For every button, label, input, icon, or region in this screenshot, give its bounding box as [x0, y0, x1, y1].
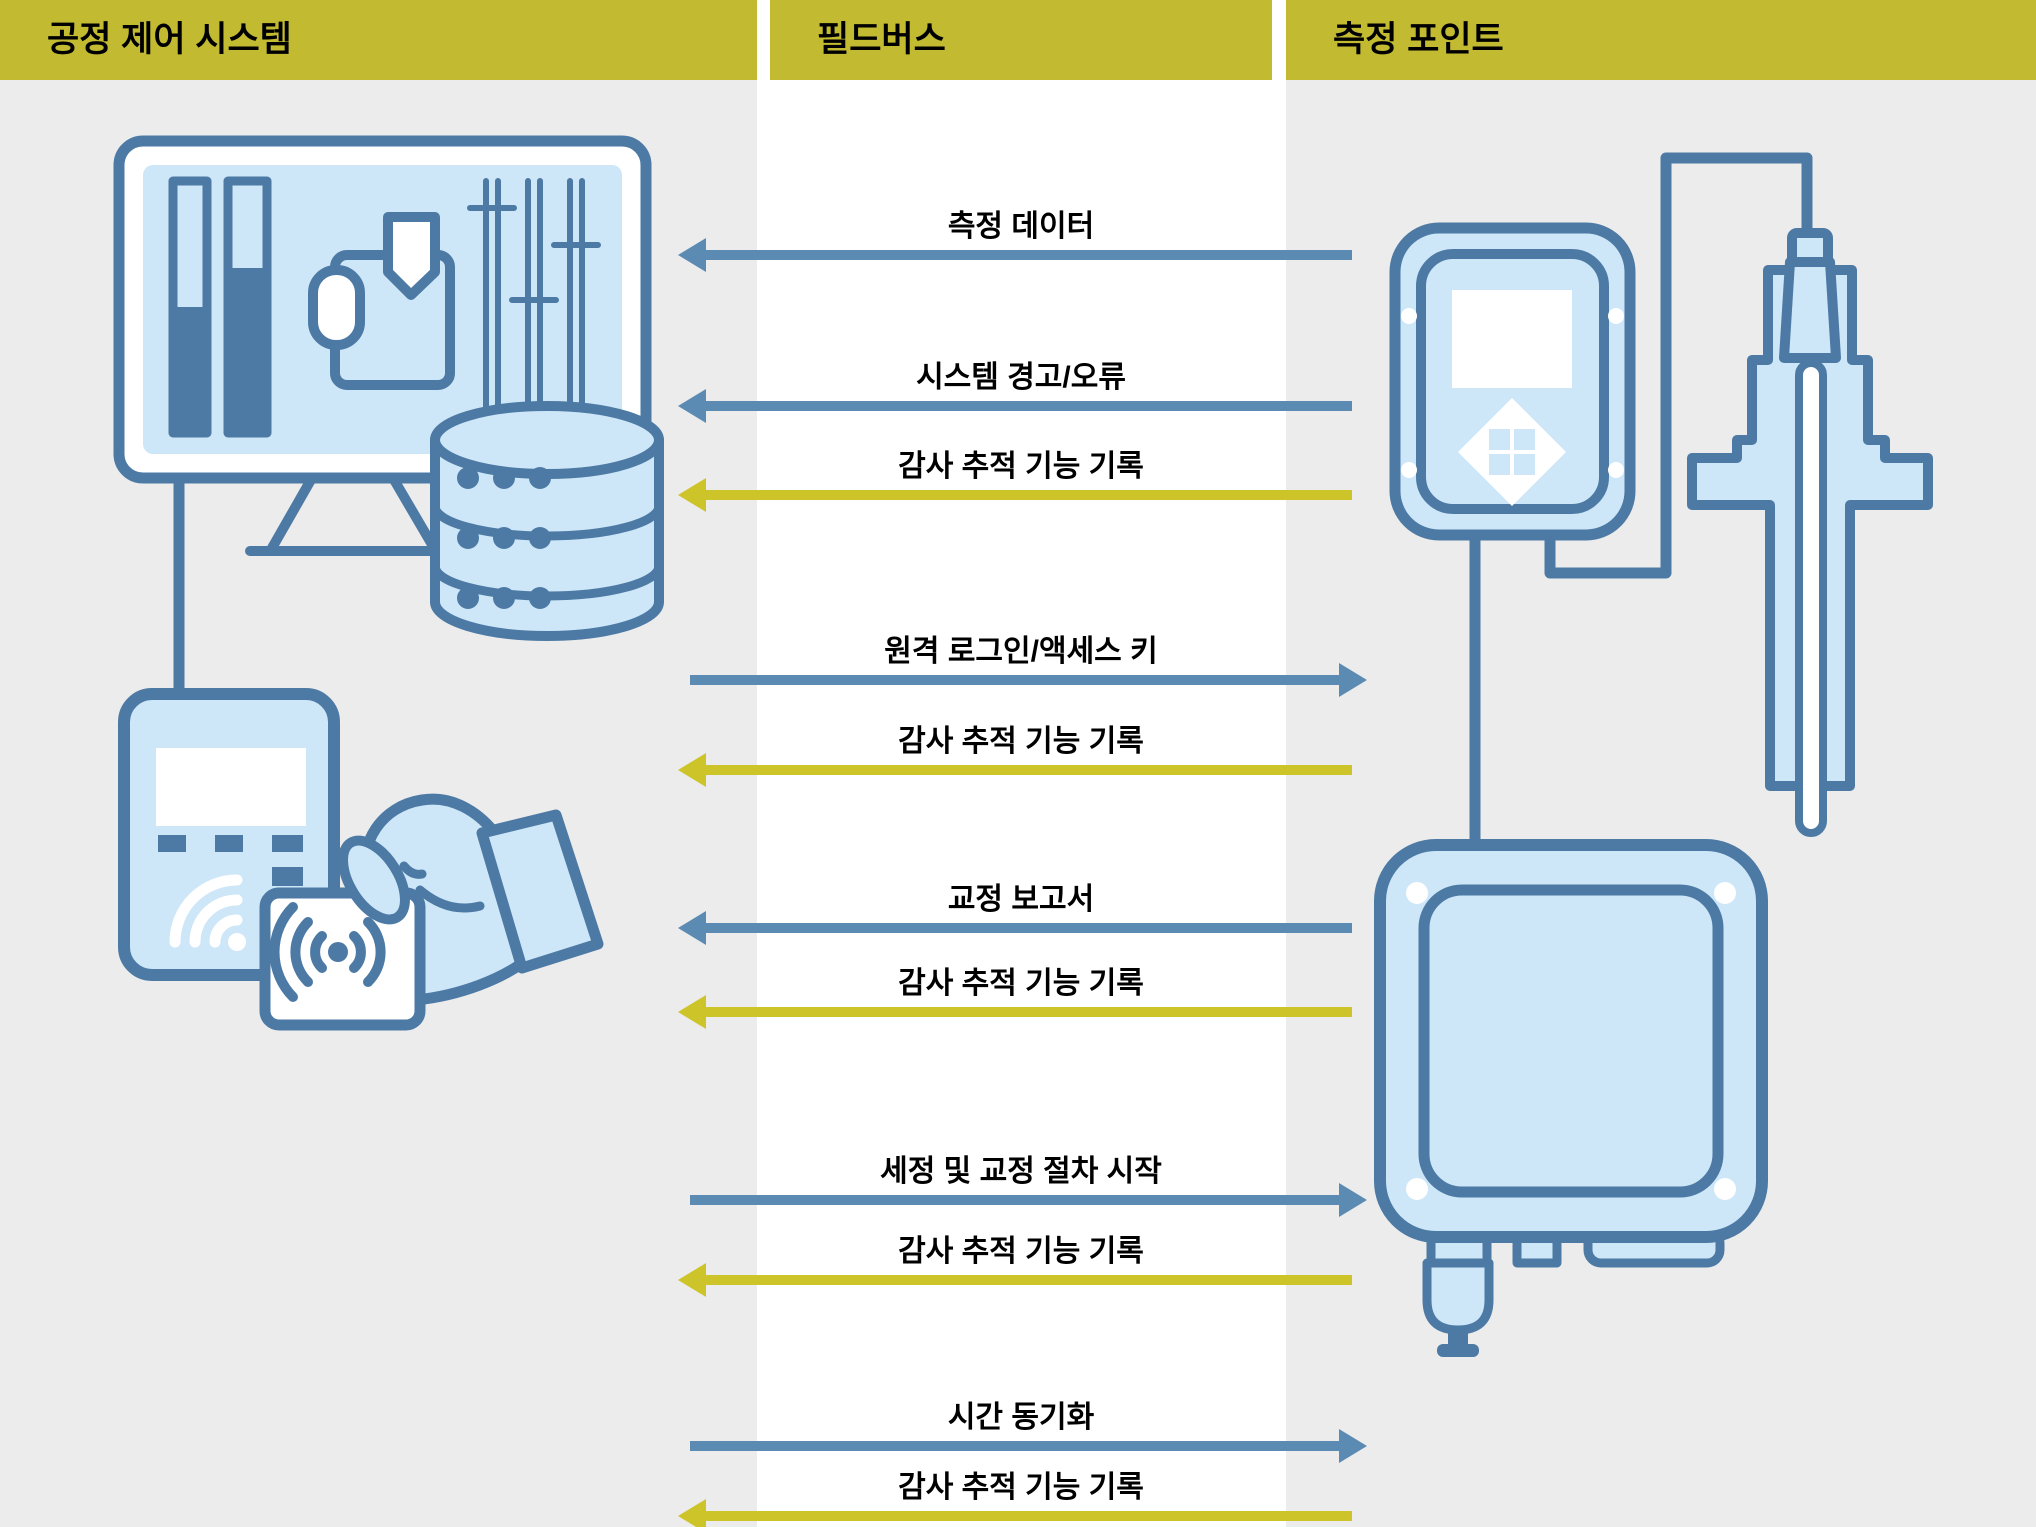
header-process-control-system: 공정 제어 시스템 — [0, 0, 757, 80]
finger-creases — [399, 861, 485, 913]
probe-taper — [1779, 257, 1841, 363]
arrow-head-left-icon — [678, 911, 706, 945]
keypad-buttons — [158, 835, 303, 886]
message-arrow-line — [690, 675, 1339, 685]
thumb — [338, 835, 410, 925]
message-label: 감사 추적 기능 기록 — [898, 725, 1144, 758]
message-label: 시스템 경고/오류 — [916, 361, 1126, 394]
message-label: 원격 로그인/액세스 키 — [884, 635, 1158, 668]
slider-tracks — [467, 178, 601, 436]
hand-with-card-icon — [259, 793, 604, 1031]
message-label: 교정 보고서 — [947, 883, 1095, 916]
message-arrow-line — [690, 1441, 1339, 1451]
message-label: 감사 추적 기능 기록 — [898, 1235, 1144, 1268]
message-arrow-line — [704, 1275, 1352, 1285]
message-arrow-line — [690, 1195, 1339, 1205]
arrow-head-left-icon — [678, 995, 706, 1029]
monitor-stand — [245, 473, 445, 556]
analyzer-icon — [1374, 839, 1768, 1357]
arrow-head-left-icon — [678, 478, 706, 512]
message-label: 측정 데이터 — [947, 210, 1095, 243]
header-fieldbus: 필드버스 — [770, 0, 1272, 80]
sensor-probe-icon — [1687, 228, 1933, 837]
message-arrow-line — [704, 490, 1352, 500]
message-arrow-line — [704, 1511, 1352, 1521]
transmitter-probe-cable — [1544, 152, 1813, 579]
arrow-head-right-icon — [1339, 663, 1367, 697]
message-arrow-line — [704, 765, 1352, 775]
arrow-head-left-icon — [678, 238, 706, 272]
arrow-head-left-icon — [678, 753, 706, 787]
message-label: 감사 추적 기능 기록 — [898, 1471, 1144, 1504]
header-label: 공정 제어 시스템 — [47, 20, 292, 59]
header-label: 측정 포인트 — [1333, 20, 1504, 59]
contactless-waves-icon — [169, 874, 243, 948]
message-label: 감사 추적 기능 기록 — [898, 967, 1144, 1000]
arrow-head-left-icon — [678, 1499, 706, 1527]
sleeve-cuff — [476, 809, 604, 974]
monitor-icon — [113, 135, 652, 484]
transmitter-display — [1452, 290, 1572, 388]
message-label: 세정 및 교정 절차 시작 — [880, 1155, 1162, 1188]
arrow-head-right-icon — [1339, 1183, 1367, 1217]
rfid-card-icon — [259, 887, 426, 1031]
electrode-rod — [1795, 359, 1827, 837]
process-control-illustration — [113, 135, 664, 1031]
message-arrow-line — [704, 401, 1352, 411]
screw-dots — [1406, 882, 1736, 1200]
message-arrow-line — [704, 923, 1352, 933]
message-arrow-line — [704, 250, 1352, 260]
arrow-head-left-icon — [678, 1263, 706, 1297]
screw-dots — [1401, 308, 1624, 478]
arrow-head-left-icon — [678, 389, 706, 423]
header-measurement-point: 측정 포인트 — [1286, 0, 2036, 80]
message-arrow-line — [704, 1007, 1352, 1017]
nav-pad-icon — [1458, 398, 1566, 506]
measurement-point-illustration — [1374, 152, 1933, 1357]
transmitter-icon — [1389, 222, 1636, 541]
download-arrow-icon — [383, 212, 440, 300]
message-label: 시간 동기화 — [947, 1401, 1095, 1434]
message-label: 감사 추적 기능 기록 — [898, 450, 1144, 483]
database-icon — [430, 401, 664, 641]
header-label: 필드버스 — [817, 20, 946, 59]
arrow-head-right-icon — [1339, 1429, 1367, 1463]
